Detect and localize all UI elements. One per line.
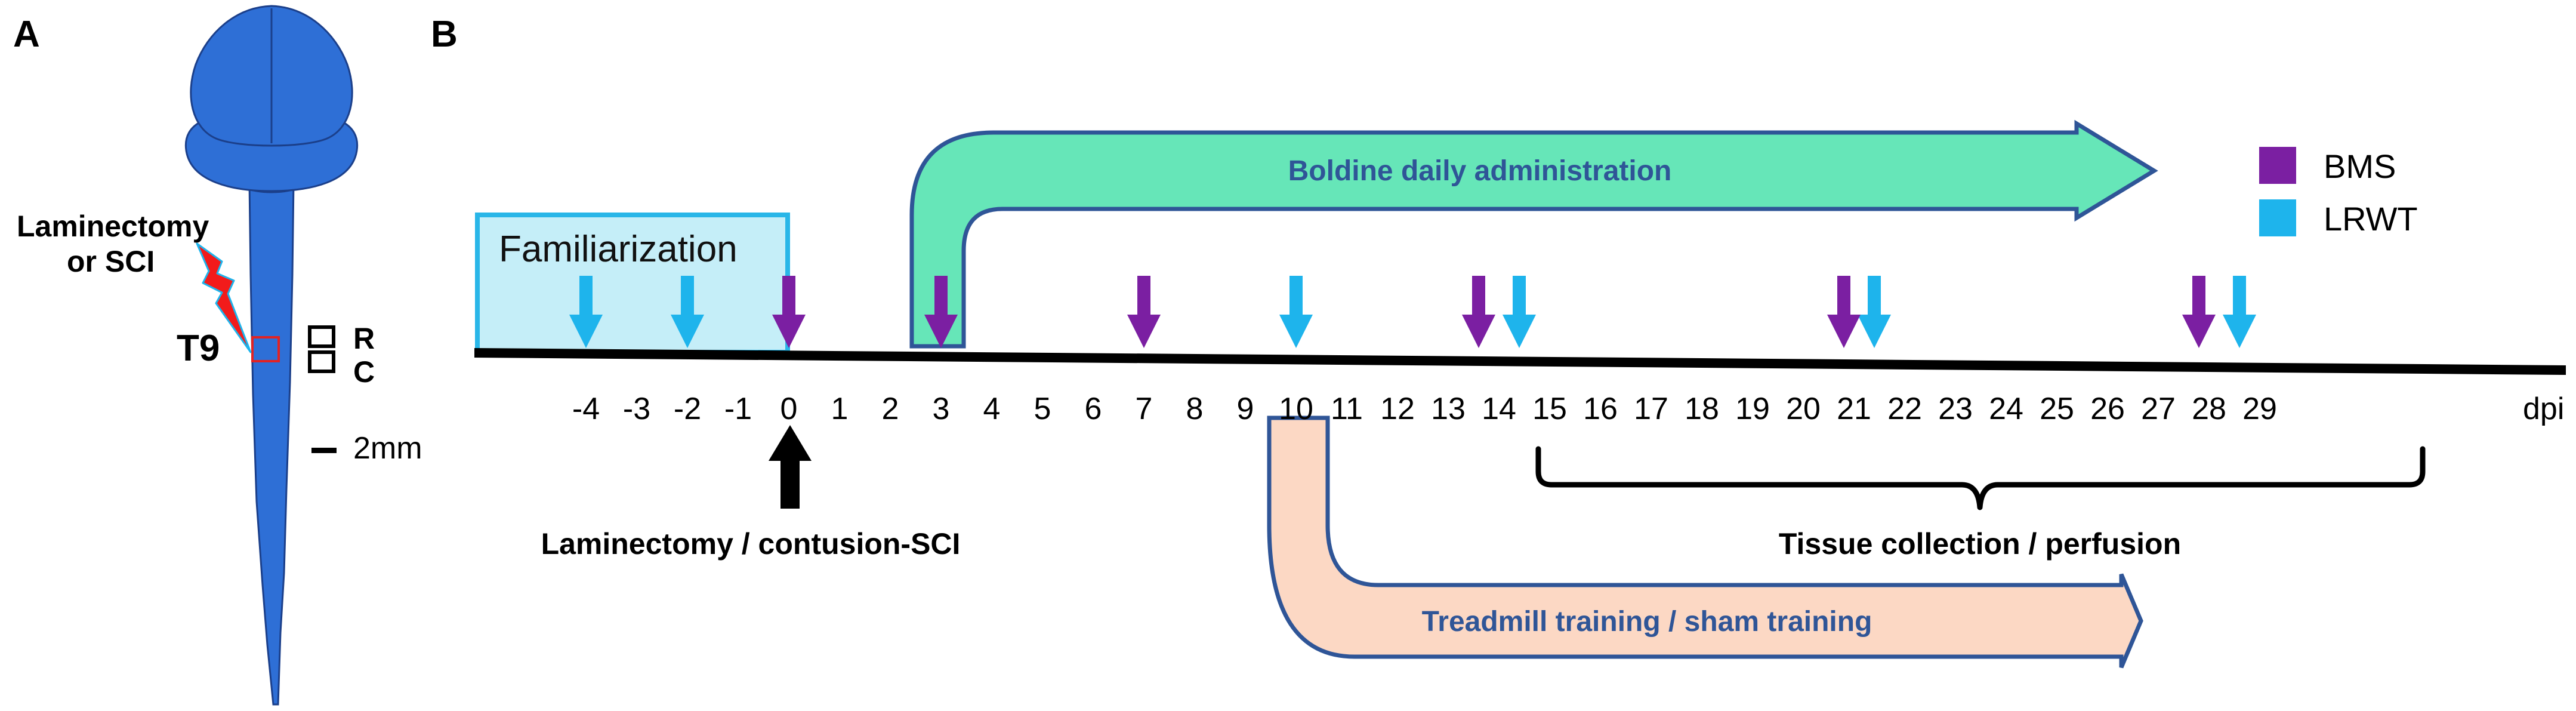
tissue-bracket [1535, 446, 2426, 510]
tick-label: 27 [2141, 392, 2176, 426]
t9-lesion-box [251, 336, 280, 362]
bms-arrow [1462, 276, 1495, 348]
tick-label: 4 [983, 392, 1001, 426]
tick-label: 22 [1887, 392, 1922, 426]
assessment-arrows [569, 276, 2256, 348]
orientation-indicator [308, 325, 335, 373]
panel-b-label: B [431, 14, 458, 55]
treadmill-label: Treadmill training / sham training [1422, 606, 1872, 638]
tick-label: 20 [1786, 392, 1821, 426]
spinal-cord [248, 181, 295, 706]
lrwt-arrow [1279, 276, 1313, 348]
caudal-label: C [353, 355, 375, 389]
tick-label: -4 [572, 392, 600, 426]
panel-a-label: A [13, 14, 40, 55]
lrwt-arrow [1503, 276, 1536, 348]
lrwt-legend-swatch [2259, 199, 2296, 236]
rostral-label: R [353, 322, 375, 355]
lrwt-arrow [671, 276, 704, 348]
timeline-axis [474, 348, 2566, 375]
bms-arrow [924, 276, 958, 348]
boldine-banner [909, 119, 2158, 349]
tick-label: -2 [674, 392, 701, 426]
lrwt-legend-label: LRWT [2324, 200, 2418, 238]
lightning-bolt-icon [196, 242, 252, 353]
tick-label: 21 [1837, 392, 1871, 426]
bms-arrow [2182, 276, 2216, 348]
tick-label: 14 [1482, 392, 1516, 426]
tick-label: 17 [1634, 392, 1668, 426]
scale-label: 2mm [353, 431, 422, 466]
tick-label: 25 [2040, 392, 2074, 426]
tissue-label: Tissue collection / perfusion [1779, 527, 2181, 561]
caudal-box [308, 350, 335, 373]
tick-label: 5 [1034, 392, 1051, 426]
tick-label: 18 [1685, 392, 1719, 426]
injury-event-arrow [769, 425, 812, 509]
lrwt-arrow [569, 276, 603, 348]
bms-legend-swatch [2259, 147, 2296, 184]
tick-label: 19 [1735, 392, 1770, 426]
tick-label: -1 [724, 392, 752, 426]
rostral-box [308, 325, 335, 348]
tick-label: 24 [1989, 392, 2023, 426]
injury-event-label: Laminectomy / contusion-SCI [541, 527, 961, 561]
tick-label: 15 [1532, 392, 1567, 426]
tick-label: 28 [2192, 392, 2226, 426]
injury-label-line2: or SCI [67, 245, 155, 278]
tick-label: 3 [933, 392, 950, 426]
tick-label: 10 [1279, 392, 1313, 426]
tick-label: 0 [780, 392, 798, 426]
boldine-label: Boldine daily administration [1288, 155, 1672, 187]
tick-label: -3 [623, 392, 650, 426]
treadmill-banner [1267, 415, 2143, 669]
spinal-cord-drawing [184, 5, 359, 706]
tick-label: 13 [1431, 392, 1466, 426]
tick-label: 7 [1136, 392, 1153, 426]
tick-label: 26 [2090, 392, 2125, 426]
tick-label: 29 [2242, 392, 2277, 426]
bms-arrow [1827, 276, 1861, 348]
tick-label: 23 [1938, 392, 1973, 426]
lrwt-arrow [2223, 276, 2256, 348]
lrwt-arrow [1858, 276, 1891, 348]
familiarization-label: Familiarization [499, 229, 738, 270]
tick-label: 9 [1237, 392, 1254, 426]
injury-label-line1: Laminectomy [17, 210, 209, 243]
dpi-unit-label: dpi [2523, 392, 2564, 426]
tick-label: 16 [1583, 392, 1618, 426]
t9-label: T9 [177, 328, 220, 369]
bms-arrow [772, 276, 806, 348]
familiarization-box [475, 213, 790, 355]
tick-label: 6 [1085, 392, 1102, 426]
tick-label: 8 [1186, 392, 1204, 426]
tick-label: 11 [1331, 392, 1363, 426]
tick-label: 2 [882, 392, 899, 426]
bms-arrow [1127, 276, 1161, 348]
scale-bar [311, 448, 337, 453]
tick-label: 1 [831, 392, 849, 426]
bms-legend-label: BMS [2324, 147, 2396, 185]
tick-label: 12 [1380, 392, 1415, 426]
